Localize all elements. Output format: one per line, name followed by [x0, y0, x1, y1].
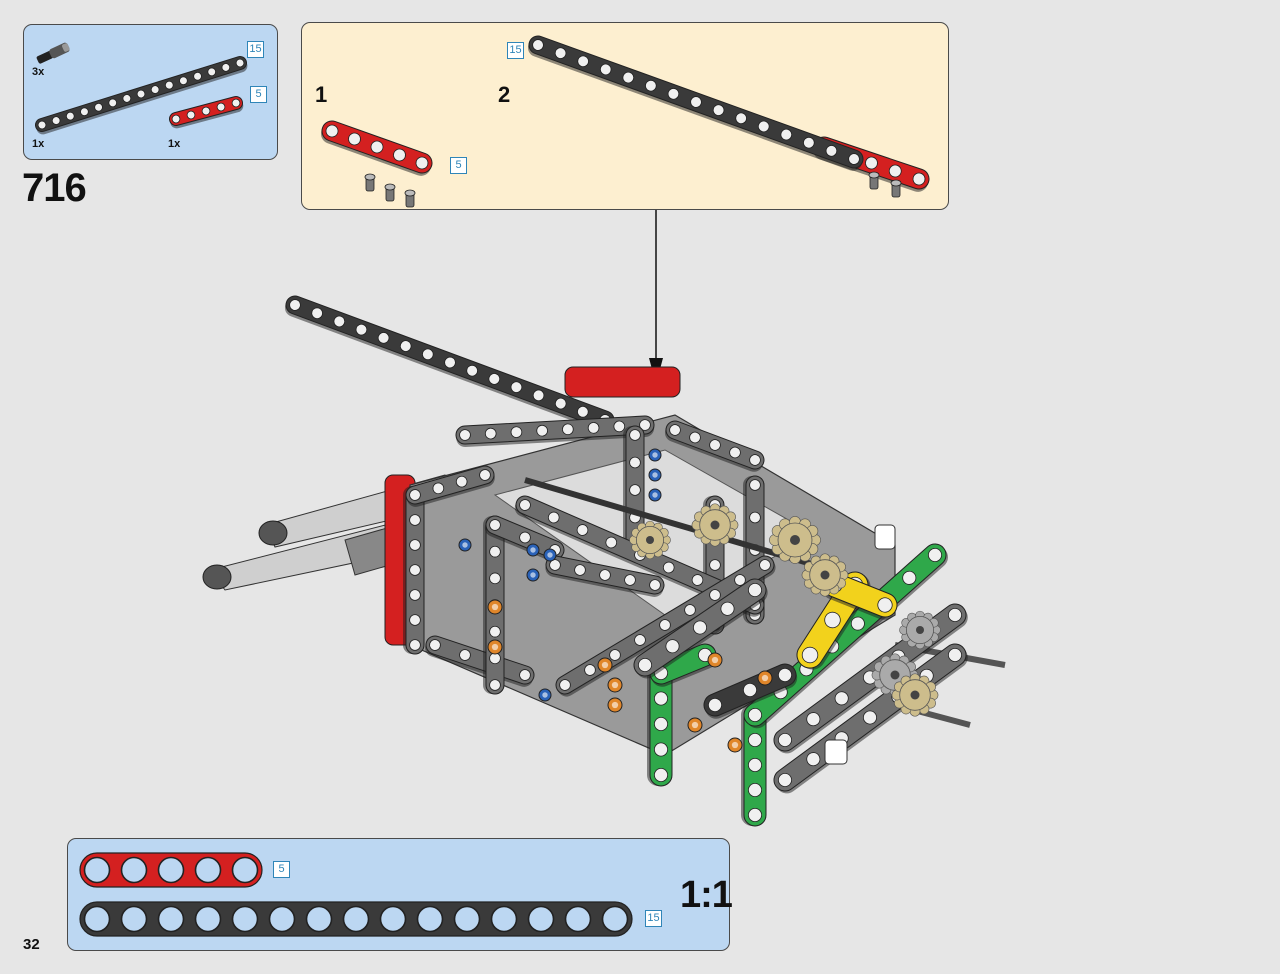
sub-assembly-panel: 1 5 2 15 [301, 22, 949, 210]
beam-5-icon [169, 96, 244, 129]
page-number: 32 [23, 936, 40, 953]
sub-step-2-illustration [527, 35, 930, 198]
pin-connector-icon [36, 42, 70, 64]
beam-15-icon [35, 55, 248, 135]
main-model-illustration [202, 295, 1006, 827]
sub-step-2-length-badge: 15 [507, 42, 524, 59]
sub-step-1-illustration [320, 120, 433, 208]
beam-5-length-badge: 5 [250, 86, 267, 103]
beam-15-quantity: 1x [32, 138, 45, 150]
scale-label: 1:1 [680, 874, 733, 916]
pin-quantity: 3x [32, 66, 45, 78]
scale-beam-15 [79, 901, 633, 937]
sub-step-2-number: 2 [498, 82, 511, 107]
scale-beam-5 [79, 852, 263, 888]
scale-beam-15-length-badge: 15 [645, 910, 662, 927]
step-number: 716 [22, 166, 87, 210]
beam-5-quantity: 1x [168, 138, 181, 150]
scale-reference-panel: 5 15 [67, 838, 730, 951]
scale-beam-5-length-badge: 5 [273, 861, 290, 878]
sub-step-1-length-badge: 5 [450, 157, 467, 174]
parts-list-panel: 3x 15 1x 5 1x [23, 24, 278, 160]
beam-15-length-badge: 15 [247, 41, 264, 58]
sub-step-1-number: 1 [315, 82, 328, 107]
